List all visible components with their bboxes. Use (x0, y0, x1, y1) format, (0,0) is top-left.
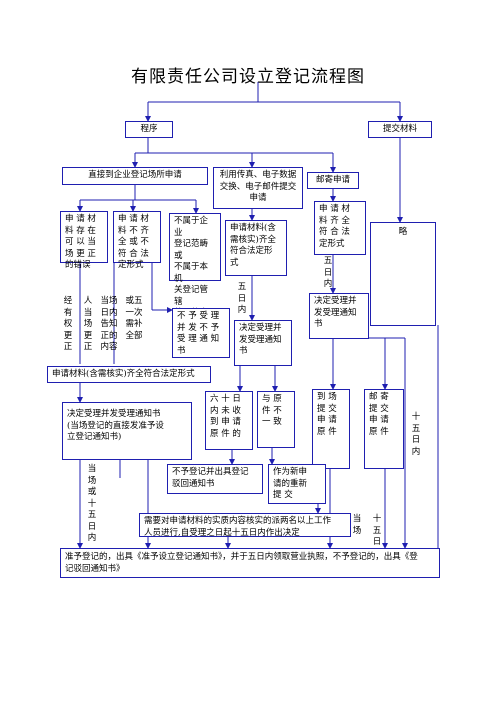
node-accept-decision-fax: 决定受理并 发受理通知 书 (234, 320, 292, 366)
page-title: 有限责任公司设立登记流程图 (131, 67, 365, 87)
node-procedure: 程序 (125, 121, 173, 138)
node-not-register-notice: 不予登记并出具登记 驳回通知书 (167, 464, 263, 494)
node-materials-incomplete: 申 请 材 料 不 齐 全 或 不 符 合 法 定形式 (113, 211, 161, 270)
node-no-original-60: 六 十 日 内 未 收 到 申 请 原 件 的 (205, 391, 253, 450)
label-corrected-onsite: 经 有 权 更 正 (63, 296, 73, 352)
node-apply-mail: 邮寄申请 (307, 172, 359, 189)
node-inconsistent: 与 原 件 不 一 致 (257, 391, 295, 448)
node-accept-decision-mail: 决定受理并 发受理通知 书 (309, 293, 369, 339)
label-notify-onsite: 当场 日内 告知 正的 内容 (100, 296, 118, 352)
label-five-days-mail: 五 日 内 (323, 256, 333, 289)
node-verification: 需要对申请材料的实质内容核实的派两名以上工作 人员进行,自受理之日起十五日内作出… (139, 513, 351, 538)
label-fifteen-days: 十 五 日 内 (411, 412, 421, 457)
node-not-accepted-notice: 不 予 受 理 并 发 不 予 受 理 通 知 书 (172, 308, 230, 358)
label-person-onsite: 人 当 场 更 正 (83, 296, 93, 352)
node-materials-error: 申 请 材 料 存 在 可 以 当 场 更 正 的错误 (60, 211, 108, 270)
label-onsite-or-fifteen: 当 场 或 十 五 日 内 (87, 464, 97, 543)
node-apply-direct: 直接到企业登记场所申请 (62, 167, 208, 185)
node-omitted: 略 (370, 222, 436, 326)
node-final-decision: 准予登记的，出具《准予设立登记通知书》，并于五日内领取营业执照，不予登记的，出具… (60, 548, 440, 578)
label-or-five: 或五 一次 需补 全部 (125, 296, 143, 341)
label-onsite: 当 场 (352, 514, 362, 536)
node-resubmit: 作为新申 请的重新 提 交 (268, 464, 326, 504)
node-onsite-original: 到 场 提 交 申 请 原 件 (312, 389, 350, 469)
node-fax-materials-ok: 申请材料(含 需核实)齐全 符合法定形 式 (225, 220, 287, 276)
node-apply-fax: 利用传真、电子数据 交换、电子邮件提交 申请 (213, 167, 303, 209)
node-mail-materials-ok: 申 请 材 料 齐 全 符 合 法 定形式 (314, 201, 366, 255)
label-five-days-fax: 五 日 内 (237, 282, 247, 315)
node-submit-materials: 提交材料 (368, 121, 432, 138)
node-mail-original: 邮 寄 提 交 申 请 原 件 (364, 389, 404, 469)
node-materials-complete-bar: 申请材料(含需核实)齐全符合法定形式 (47, 366, 211, 383)
node-accept-decision-direct: 决定受理并发受理通知书 (当场登记的直接发准予设 立登记通知书) (62, 402, 192, 460)
